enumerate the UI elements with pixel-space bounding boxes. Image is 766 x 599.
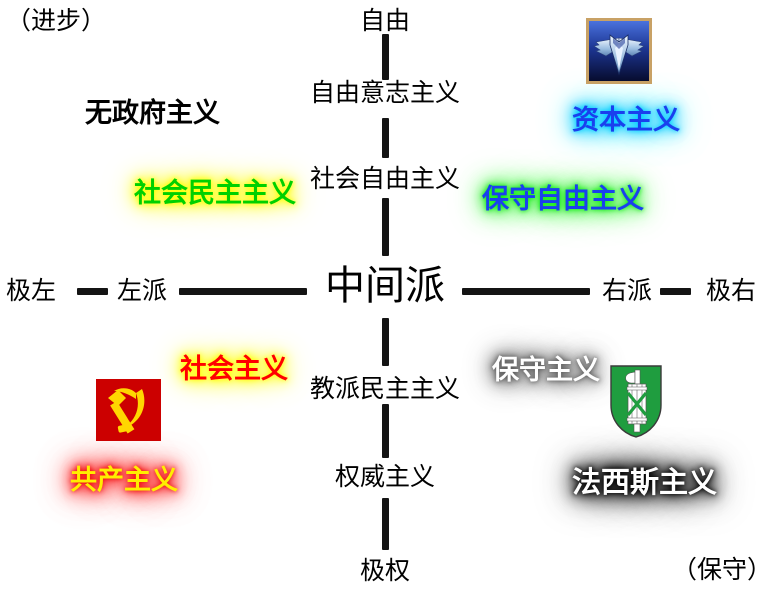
axis-label-right: 右派 [602,276,653,305]
axis-segment-vertical [382,404,389,458]
axis-label-totalitarianism: 极权 [359,556,411,585]
fascism-emblem-container [608,363,664,439]
axis-label-authoritarianism: 权威主义 [334,462,436,491]
axis-segment-horizontal [660,288,691,295]
axis-segment-horizontal [77,288,108,295]
axis-label-freedom: 自由 [359,6,411,35]
ideology-label-fascism: 法西斯主义 [572,465,718,499]
winged-eagle-emblem [586,18,652,84]
corner-label-conservative: （保守） [672,555,766,584]
axis-label-sectarian-democracy: 教派民主主义 [309,374,461,403]
axis-label-left: 左派 [117,276,168,305]
axis-label-social-liberalism: 社会自由主义 [309,164,461,193]
ideology-label-communism: 共产主义 [70,465,178,496]
axis-label-centrist: 中间派 [325,263,445,309]
axis-segment-vertical [382,34,389,80]
ideology-label-conservatism: 保守主义 [492,355,600,386]
corner-label-progressive: （进步） [6,6,107,35]
axis-label-far-right: 极右 [706,276,757,305]
communism-emblem-container [96,379,161,441]
axis-segment-vertical [382,498,389,550]
axis-segment-vertical [382,198,389,256]
hammer-and-sickle-flag [96,379,161,441]
capitalism-emblem-container [586,18,652,84]
axis-segment-horizontal [462,288,590,295]
axis-segment-vertical [382,318,389,366]
ideology-label-social-democracy: 社会民主主义 [134,178,296,209]
fasces-shield-emblem [610,365,662,438]
ideology-label-conservative-liberalism: 保守自由主义 [482,184,644,215]
axis-segment-vertical [382,118,389,158]
ideology-label-capitalism: 资本主义 [572,105,680,136]
ideology-label-socialism: 社会主义 [180,354,288,385]
ideology-label-anarchism: 无政府主义 [85,98,220,129]
axis-label-libertarianism: 自由意志主义 [309,78,461,107]
axis-label-far-left: 极左 [6,276,57,305]
axis-segment-horizontal [179,288,307,295]
